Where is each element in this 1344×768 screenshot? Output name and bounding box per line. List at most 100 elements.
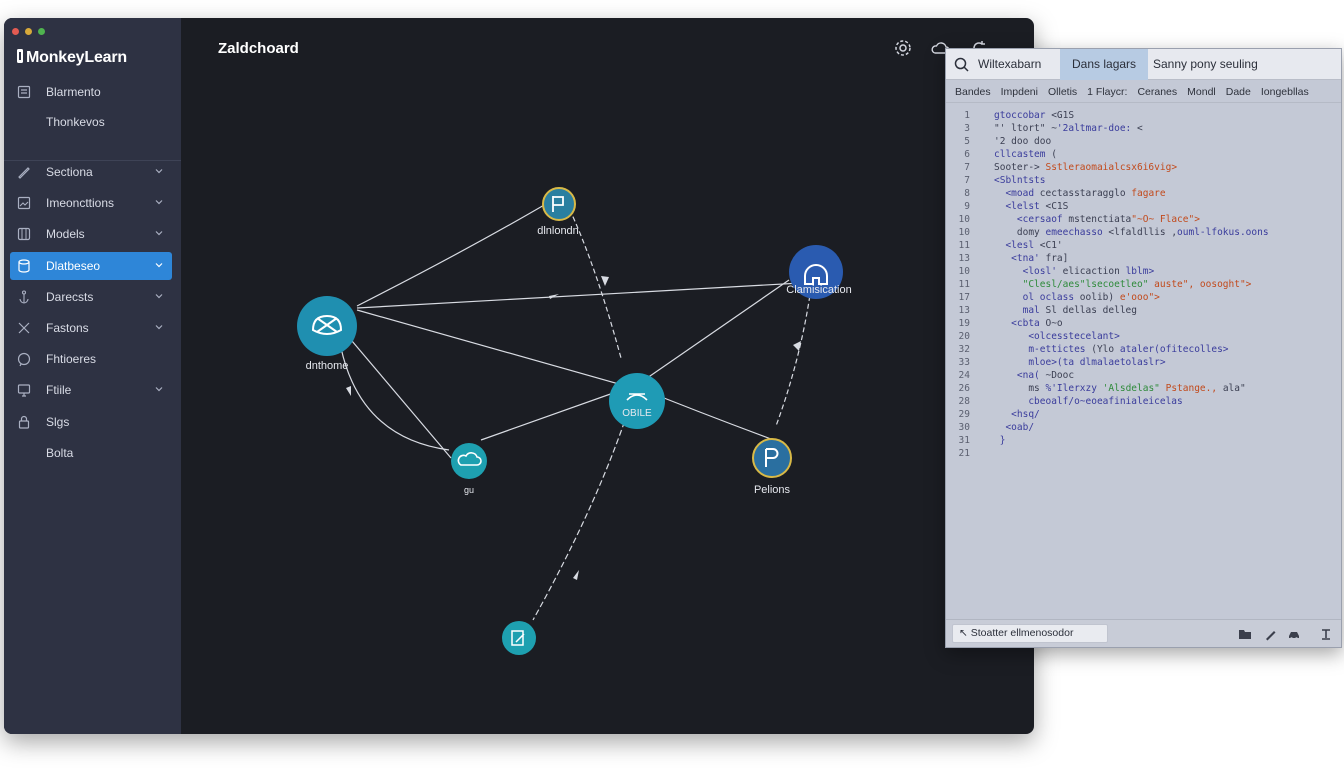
code-token: fra]: [1045, 253, 1069, 264]
graph-node-left[interactable]: [297, 296, 357, 356]
code-line[interactable]: 32 m-ettictes (Ylo ataler(ofitecolles>: [946, 343, 1341, 356]
search-icon[interactable]: [954, 57, 969, 72]
code-token: , oosoght">: [1188, 279, 1252, 290]
pencil-icon[interactable]: [1264, 627, 1278, 641]
chevron-down-icon[interactable]: [154, 228, 164, 238]
sidebar-item-sectiona[interactable]: Sectiona: [10, 158, 172, 186]
sidebar-item-darecsts[interactable]: Darecsts: [10, 283, 172, 311]
app-title: MonkeyLearn: [16, 48, 127, 67]
code-line[interactable]: 21: [946, 447, 1341, 460]
code-token: <oab/: [994, 422, 1035, 433]
code-line[interactable]: 5'2 doo doo: [946, 135, 1341, 148]
code-line[interactable]: 26 ms %'Ilerxzy 'Alsdelas" Pstange., ala…: [946, 382, 1341, 395]
sidebar-item-ftiile[interactable]: Ftiile: [10, 376, 172, 404]
node-graph[interactable]: dlnlondn dnthome OBILE Clamisication Pel…: [181, 18, 1034, 734]
menu-item-dade[interactable]: Dade: [1225, 85, 1251, 98]
code-token: ala": [1217, 383, 1246, 394]
code-line[interactable]: 8 <moad cectasstaragglo fagare: [946, 187, 1341, 200]
sidebar-item-label: Fastons: [46, 321, 89, 335]
sidebar-item-label: Blarmento: [46, 85, 101, 99]
line-number: 3: [964, 123, 970, 134]
sidebar-item-blarmento[interactable]: Blarmento: [10, 78, 172, 106]
chevron-down-icon[interactable]: [154, 291, 164, 301]
maximize-window-button[interactable]: [38, 28, 45, 35]
code-line[interactable]: 19 <cbta O~o: [946, 317, 1341, 330]
sidebar-item-label: Darecsts: [46, 290, 94, 304]
menu-item-ceranes[interactable]: Ceranes: [1137, 85, 1178, 98]
code-text: <lelst <C1S: [994, 200, 1068, 213]
graph-node-right-top[interactable]: [789, 245, 843, 299]
code-line[interactable]: 30 <oab/: [946, 421, 1341, 434]
graph-node-center[interactable]: [609, 373, 665, 429]
sidebar-item-slgs[interactable]: Slgs: [10, 408, 172, 436]
code-token: Sstleraomaialcsx6i6vig>: [1039, 162, 1178, 173]
code-line[interactable]: 10 <losl' elicaction lblm>: [946, 265, 1341, 278]
editor-tab-sanny-pony-seuling[interactable]: Sanny pony seuling: [1153, 57, 1258, 71]
line-number: 1: [964, 110, 970, 121]
sidebar-item-bolta[interactable]: Bolta: [10, 439, 172, 467]
editor-tab-dans-lagars[interactable]: Dans lagars: [1060, 49, 1149, 80]
graph-node-small-left[interactable]: [451, 443, 487, 479]
chevron-down-icon[interactable]: [154, 166, 164, 176]
code-line[interactable]: 31 }: [946, 434, 1341, 447]
sidebar-item-thonkevos[interactable]: Thonkevos: [10, 108, 172, 136]
code-text: "Clesl/aes"lsecoetleo" auste", oosoght">: [994, 278, 1252, 291]
code-token: oolib): [1079, 292, 1115, 303]
chevron-down-icon[interactable]: [154, 260, 164, 270]
menu-item-olletis[interactable]: Olletis: [1047, 85, 1078, 98]
code-text: domy emeechasso <lfaldllis ,ouml-lfokus.…: [994, 226, 1269, 239]
code-line[interactable]: 20 <olcesstecelant>: [946, 330, 1341, 343]
line-number: 33: [958, 357, 970, 368]
code-line[interactable]: 13 mal Sl dellas delleg: [946, 304, 1341, 317]
folder-icon[interactable]: [1238, 627, 1252, 641]
code-text: <hsq/: [994, 408, 1040, 421]
code-line[interactable]: 33 mloe>(ta dlmalaetolaslr>: [946, 356, 1341, 369]
code-text: "' ltort" ~'2altmar-doe: <: [994, 122, 1143, 135]
code-line[interactable]: 10 <cersaof mstenctiata"~O~ Flace">: [946, 213, 1341, 226]
sidebar-item-fastons[interactable]: Fastons: [10, 314, 172, 342]
graph-node-top[interactable]: [542, 187, 576, 221]
menu-item-bandes[interactable]: Bandes: [955, 85, 991, 98]
code-text: <moad cectasstaragglo fagare: [994, 187, 1165, 200]
menu-item-impdeni[interactable]: Impdeni: [1000, 85, 1038, 98]
code-line[interactable]: 17 ol oclass oolib) e'ooo">: [946, 291, 1341, 304]
code-line[interactable]: 24 <na( ~Dooc: [946, 369, 1341, 382]
menu-item-flaycr[interactable]: 1 Flaycr:: [1087, 85, 1128, 98]
car-icon[interactable]: [1287, 627, 1301, 641]
code-line[interactable]: 7<Sblntsts: [946, 174, 1341, 187]
menu-item-iongebllas[interactable]: Iongebllas: [1260, 85, 1309, 98]
menu-item-mondl[interactable]: Mondl: [1187, 85, 1216, 98]
code-line[interactable]: 10 domy emeechasso <lfaldllis ,ouml-lfok…: [946, 226, 1341, 239]
chevron-down-icon[interactable]: [154, 197, 164, 207]
sidebar-item-models[interactable]: Models: [10, 220, 172, 248]
code-line[interactable]: 28 cbeoalf/o~eoeafinialeicelas: [946, 395, 1341, 408]
text-icon[interactable]: [1319, 627, 1333, 641]
code-line[interactable]: 29 <hsq/: [946, 408, 1341, 421]
graph-node-bottom[interactable]: [502, 621, 536, 655]
status-input-field[interactable]: ↖ Stoatter ellmenosodor: [952, 624, 1108, 643]
sidebar-item-imeoncttions[interactable]: Imeoncttions: [10, 189, 172, 217]
line-number: 10: [958, 214, 970, 225]
code-line[interactable]: 3 "' ltort" ~'2altmar-doe: <: [946, 122, 1341, 135]
gear-icon[interactable]: [893, 38, 913, 58]
minimize-window-button[interactable]: [25, 28, 32, 35]
chevron-down-icon[interactable]: [154, 322, 164, 332]
close-window-button[interactable]: [12, 28, 19, 35]
edge-arrow: [601, 276, 609, 286]
code-line[interactable]: 11 <lesl <C1': [946, 239, 1341, 252]
sidebar-item-dlatbeseo[interactable]: Dlatbeseo: [10, 252, 172, 280]
editor-tab-wiltexabarn[interactable]: Wiltexabarn: [978, 57, 1042, 71]
code-line[interactable]: 13 <tna' fra]: [946, 252, 1341, 265]
code-token: 'Alsdelas": [1102, 383, 1160, 394]
pencil-box-icon: [511, 630, 525, 646]
code-line[interactable]: 9 <lelst <C1S: [946, 200, 1341, 213]
chevron-down-icon[interactable]: [154, 384, 164, 394]
sidebar-item-fhtioeres[interactable]: Fhtioeres: [10, 345, 172, 373]
code-line[interactable]: 11 "Clesl/aes"lsecoetleo" auste", oosogh…: [946, 278, 1341, 291]
graph-node-right-mid[interactable]: [752, 438, 792, 478]
brain-icon: [311, 314, 343, 335]
